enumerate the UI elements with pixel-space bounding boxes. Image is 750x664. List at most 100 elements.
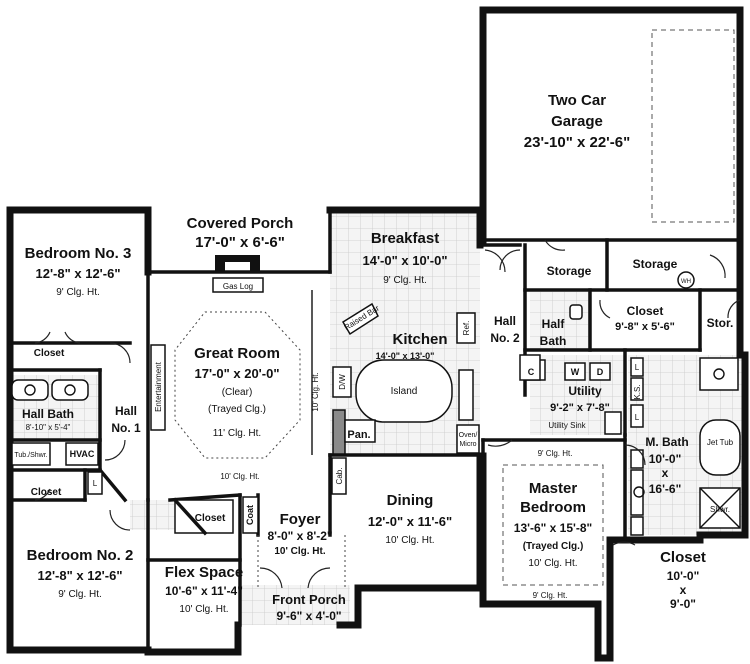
storage1-name: Storage [547,264,592,278]
garage-dims: 23'-10" x 22'-6" [524,134,630,151]
great-room-clg: 11' Clg. Ht. [213,428,261,439]
master-bedroom-dims: 13'-6" x 15'-8" [514,521,592,535]
room-foyer: Foyer 8'-0" x 8'-2" 10' Clg. Ht. [267,511,332,557]
room-bedroom3: Bedroom No. 3 12'-8" x 12'-6" 9' Clg. Ht… [25,245,132,298]
door-swings [34,239,741,589]
closet-master-dims-3: 9'-0" [670,597,696,611]
closet-master-dims-2: x [680,583,687,597]
island-label: Island [391,386,418,397]
ref-label: Ref. [462,321,471,336]
l-label-3: L [93,479,98,488]
dining-name: Dining [387,492,434,509]
breakfast-dims: 14'-0" x 10'-0" [362,253,447,268]
stor-name: Stor. [707,316,734,330]
half-bath-name-2: Bath [540,334,567,348]
room-closet-master: Closet 10'-0" x 9'-0" [660,549,706,611]
bedroom3-dims: 12'-8" x 12'-6" [35,266,120,281]
coat-label: Coat [245,505,255,525]
bedroom3-name: Bedroom No. 3 [25,245,132,262]
breakfast-name: Breakfast [371,230,439,247]
foyer-dims: 8'-0" x 8'-2" [267,529,332,543]
master-bath-name: M. Bath [645,435,688,449]
great-room-note1: (Clear) [222,387,253,398]
hall1-name-1: Hall [115,404,137,418]
shower-label: Shwr. [710,505,730,514]
room-bedroom2: Bedroom No. 2 12'-8" x 12'-6" 9' Clg. Ht… [27,547,134,600]
garage-name-1: Two Car [548,92,606,109]
room-kitchen: Kitchen 14'-0" x 13'-0" [376,331,448,361]
room-hall1: Hall No. 1 [111,404,141,435]
master-bedroom-note: (Trayed Clg.) [523,541,584,552]
hall-bath-tub: Tub./Shwr. [14,452,47,459]
covered-porch-dims: 17'-0" x 6'-6" [195,234,285,251]
room-closet-main: Closet 9'-8" x 5'-6" [615,304,675,333]
room-front-porch: Front Porch 9'-6" x 4'-0" [272,592,346,623]
utility-dims: 9'-2" x 7'-8" [550,402,610,414]
washer-label: W [571,367,580,377]
foyer-clg: 10' Clg. Ht. [274,546,325,557]
room-utility: Utility 9'-2" x 7'-8" Utility Sink [548,384,610,430]
bedroom2-clg: 9' Clg. Ht. [58,589,102,600]
half-bath-name-1: Half [542,317,566,331]
master-bath-dims-3: 16'-6" [649,482,682,496]
bedroom2-dims: 12'-8" x 12'-6" [37,568,122,583]
master-bedroom-bottom-clg: 9' Clg. Ht. [533,591,568,600]
wh-label: WH [681,279,691,285]
room-covered-porch: Covered Porch 17'-0" x 6'-6" [187,215,294,251]
great-room-bottom-clg: 10' Clg. Ht. [220,472,259,481]
breakfast-clg: 9' Clg. Ht. [383,275,427,286]
hall1-name-2: No. 1 [111,421,141,435]
covered-porch-name: Covered Porch [187,215,294,232]
front-porch-name: Front Porch [272,592,346,607]
hall-bath-name: Hall Bath [22,407,74,421]
room-dining: Dining 12'-0" x 11'-6" 10' Clg. Ht. [368,492,452,546]
closet-main-name: Closet [627,304,664,318]
hall2-name-2: No. 2 [490,331,520,345]
closet-b3-name: Closet [34,348,65,359]
utility-name: Utility [568,384,602,398]
room-half-bath: Half Bath [540,317,567,348]
hall2-name-1: Hall [494,314,516,328]
cab-label: Cab. [335,468,344,485]
storage2-name: Storage [633,257,678,271]
room-flex: Flex Space 10'-6" x 11'-4" 10' Clg. Ht. [165,564,243,615]
fixtures [11,29,741,588]
interior-walls [8,208,742,652]
room-breakfast: Breakfast 14'-0" x 10'-0" 9' Clg. Ht. [362,230,447,286]
room-hall-bath: Hall Bath 8'-10" x 5'-4" Tub./Shwr. [14,407,74,459]
kitchen-dims: 14'-0" x 13'-0" [376,351,435,361]
closet-master-dims-1: 10'-0" [667,569,700,583]
oven-label-1: Oven/ [459,432,478,439]
master-bath-dims-2: x [662,466,669,480]
great-room-side-clg: 10' Clg. Ht. [311,372,320,411]
room-master-bedroom: 9' Clg. Ht. Master Bedroom 13'-6" x 15'-… [514,449,592,600]
closet-flex-name: Closet [195,513,226,524]
room-garage: Two Car Garage 23'-10" x 22'-6" [524,92,630,151]
master-bedroom-top-clg: 9' Clg. Ht. [538,449,573,458]
bedroom2-name: Bedroom No. 2 [27,547,134,564]
master-bedroom-name-2: Bedroom [520,499,586,516]
dining-clg: 10' Clg. Ht. [385,535,434,546]
closet-b2-name: Closet [31,487,62,498]
foyer-name: Foyer [280,511,321,528]
oven-label-2: Micro [459,441,476,448]
closet-master-name: Closet [660,549,706,566]
hall-bath-dims: 8'-10" x 5'-4" [26,423,71,432]
front-porch-dims: 9'-6" x 4'-0" [276,609,341,623]
flex-clg: 10' Clg. Ht. [179,604,228,615]
hvac-name: HVAC [70,449,95,459]
garage-name-2: Garage [551,113,603,130]
bedroom3-clg: 9' Clg. Ht. [56,287,100,298]
room-great-room: Great Room 17'-0" x 20'-0" (Clear) (Tray… [194,345,320,481]
l-label-1: L [635,363,640,372]
dryer-label: D [597,367,604,377]
l-label-2: L [635,413,640,422]
ks-label: K.S. [633,384,642,399]
master-bath-dims-1: 10'-0" [649,452,682,466]
closet-main-dims: 9'-8" x 5'-6" [615,321,675,333]
great-room-dims: 17'-0" x 20'-0" [194,366,279,381]
pantry-name: Pan. [347,429,370,441]
utility-sink-label: Utility Sink [548,421,586,430]
master-bedroom-clg: 10' Clg. Ht. [528,558,577,569]
